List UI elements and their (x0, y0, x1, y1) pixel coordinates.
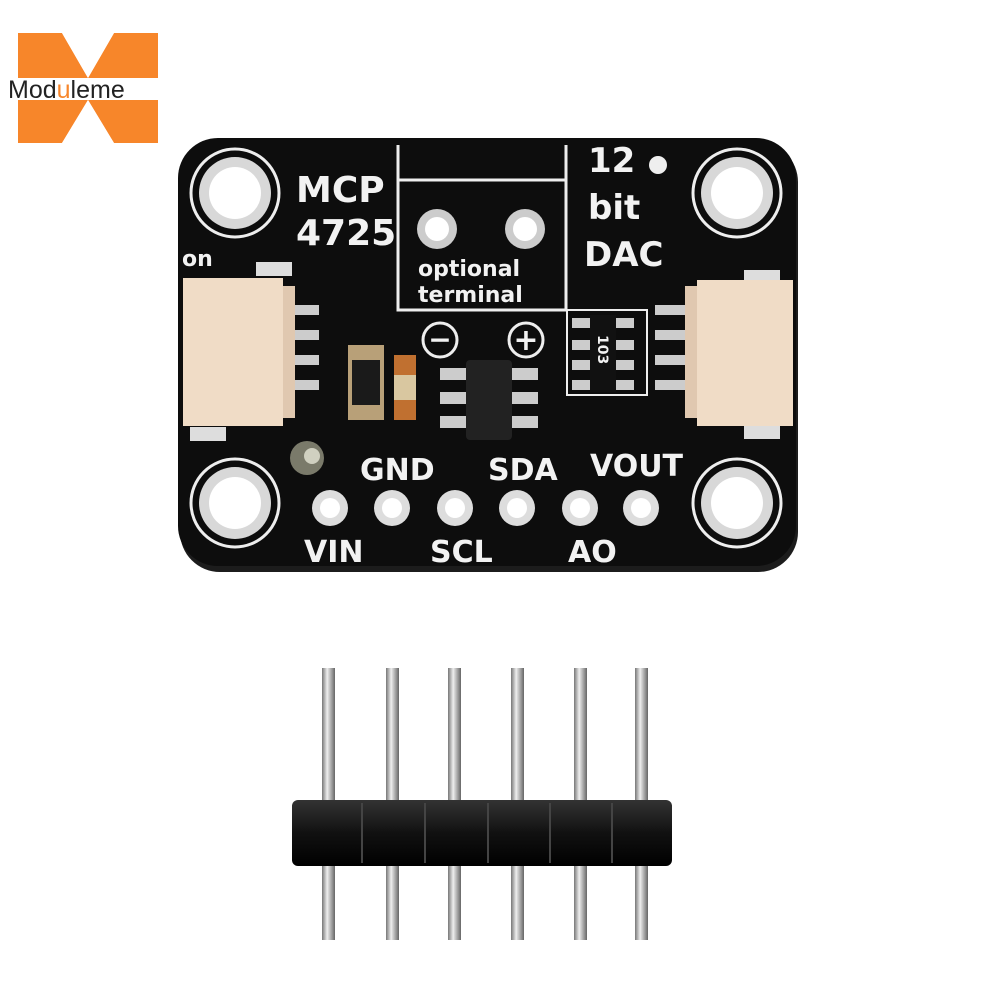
plus-symbol: + (513, 323, 538, 358)
qwiic-connector-left (183, 278, 319, 426)
pin-pads (312, 490, 659, 526)
dac-label-1: 12 (588, 141, 635, 181)
board-title-1: MCP (296, 170, 385, 211)
moduleme-logo: Moduleme (8, 33, 158, 143)
minus-symbol: − (428, 323, 451, 356)
terminal-label-2: terminal (418, 283, 523, 308)
pin-label-scl: SCL (430, 535, 493, 570)
logo-text: Moduleme (8, 76, 125, 104)
pin-header (292, 668, 672, 940)
pin-label-gnd: GND (360, 453, 435, 488)
mcp4725-chip (440, 360, 538, 440)
qwiic-connector-right (655, 280, 793, 426)
mounting-holes (189, 147, 783, 549)
mcp4725-board: optional terminal − + MCP 4725 on 12 bit… (178, 138, 798, 572)
dac-label-3: DAC (584, 235, 664, 275)
dac-label-2: bit (588, 188, 640, 228)
pin-label-sda: SDA (488, 453, 559, 488)
resistor-marking: 103 (594, 335, 610, 364)
led-label: on (182, 247, 213, 272)
pin-label-vin: VIN (304, 535, 364, 570)
terminal-label-1: optional (418, 257, 520, 282)
pin-label-vout: VOUT (590, 449, 684, 484)
pin-label-ao: AO (568, 535, 617, 570)
board-title-2: 4725 (296, 213, 396, 254)
